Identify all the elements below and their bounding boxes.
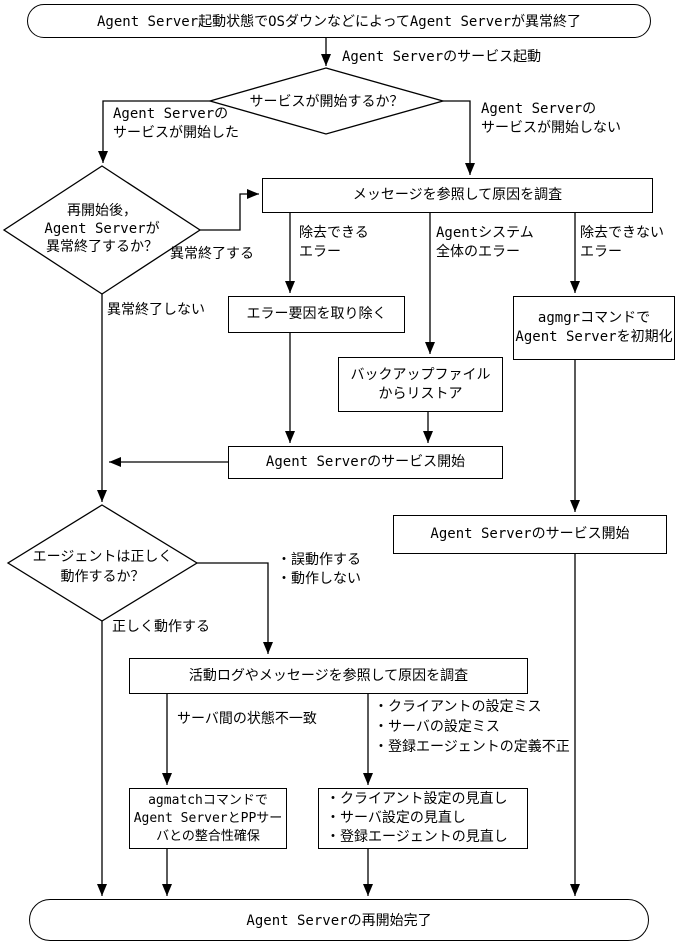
decision-abend-text: 再開始後， Agent Serverが 異常終了するか？ [44, 203, 160, 255]
edge-label-agent-system-error: Agentシステム 全体のエラー [436, 225, 534, 260]
edge-label-abend-no: 異常終了しない [107, 302, 205, 318]
node-start-terminator: Agent Server起動状態でOSダウンなどによってAgent Server… [27, 4, 651, 38]
edge-label-setting-errors: ・クライアントの設定ミス ・サーバの設定ミス ・登録エージェントの定義不正 [374, 699, 570, 755]
edge-service-not-started [443, 100, 475, 175]
node-remove-error-cause: エラー要因を取り除く [228, 296, 405, 333]
edge-service-started [98, 100, 210, 163]
start-label: Agent Server起動状態でOSダウンなどによってAgent Server… [96, 14, 582, 30]
decision-agent-works-shape [6, 504, 199, 622]
node-service-start-middle: Agent Serverのサービス開始 [228, 446, 503, 479]
node-investigate-message: メッセージを参照して原因を調査 [262, 178, 653, 213]
decision-service-text: サービスが開始するか？ [249, 94, 404, 110]
edge-label-service-not-started: Agent Serverの サービスが開始しない [481, 101, 621, 136]
node-restore-from-backup: バックアップファイル からリストア [338, 357, 503, 412]
decision-abend-shape [2, 165, 202, 295]
edge-agent-malfunction [197, 562, 273, 654]
edge-label-service-boot: Agent Serverのサービス起動 [342, 49, 542, 65]
node-investigate-activity-log: 活動ログやメッセージを参照して原因を調査 [129, 658, 528, 694]
node-review-settings: ・クライアント設定の見直し ・サーバ設定の見直し ・登録エージェントの見直し [318, 788, 528, 849]
edge-label-service-started: Agent Serverの サービスが開始した [113, 106, 239, 141]
edge-label-unremovable-error: 除去できない エラー [580, 225, 664, 260]
edge-label-removable-error: 除去できる エラー [299, 225, 369, 260]
decision-agent-works-text: エージェントは正しく 動作するか？ [32, 549, 173, 585]
edge-abend-yes [200, 189, 259, 231]
decision-service-shape [207, 67, 446, 135]
node-end-terminator: Agent Serverの再開始完了 [29, 899, 649, 941]
node-service-start-right: Agent Serverのサービス開始 [393, 515, 667, 554]
node-agmatch-consistency: agmatchコマンドで Agent ServerとPPサー バとの整合性確保 [129, 788, 287, 849]
edge-label-abend-yes: 異常終了する [170, 246, 254, 262]
edge-label-agent-works: 正しく動作する [112, 619, 210, 635]
edge-label-server-state-mismatch: サーバ間の状態不一致 [177, 711, 317, 727]
edge-label-agent-malfunction: ・誤動作する ・動作しない [277, 552, 361, 587]
node-agmgr-initialize: agmgrコマンドで Agent Serverを初期化 [513, 296, 675, 360]
end-label: Agent Serverの再開始完了 [246, 913, 432, 929]
